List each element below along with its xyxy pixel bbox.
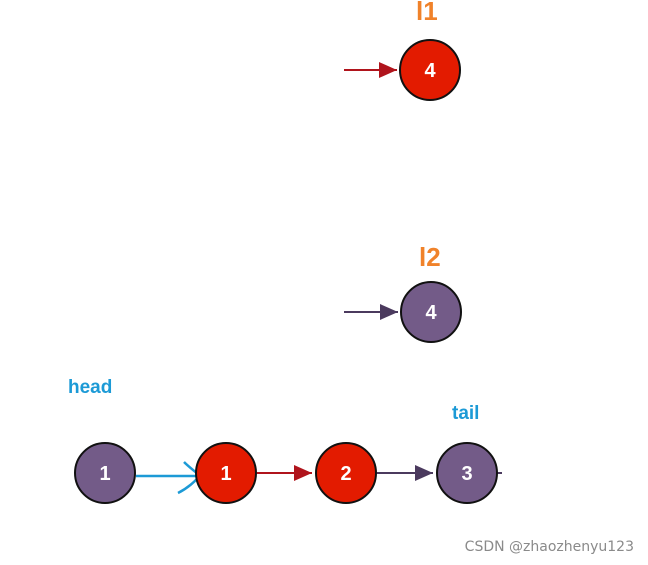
list-node-1-value: 1 <box>220 463 231 485</box>
tail-label: tail <box>452 403 479 424</box>
head-label: head <box>68 377 112 398</box>
l1-node <box>399 39 461 101</box>
list-node-2-value: 2 <box>340 463 351 485</box>
watermark: CSDN @zhaozhenyu123 <box>464 539 634 555</box>
l2-label: l2 <box>419 242 441 272</box>
list-node-head-value: 1 <box>99 463 110 485</box>
list-node-tail-value: 3 <box>461 463 472 485</box>
list-node-2 <box>315 442 377 504</box>
l1-label: l1 <box>416 0 438 26</box>
list-node-head <box>74 442 136 504</box>
l1-node-value: 4 <box>424 60 436 82</box>
l2-node <box>400 281 462 343</box>
l2-node-value: 4 <box>425 302 437 324</box>
list-node-tail <box>436 442 498 504</box>
list-node-1 <box>195 442 257 504</box>
